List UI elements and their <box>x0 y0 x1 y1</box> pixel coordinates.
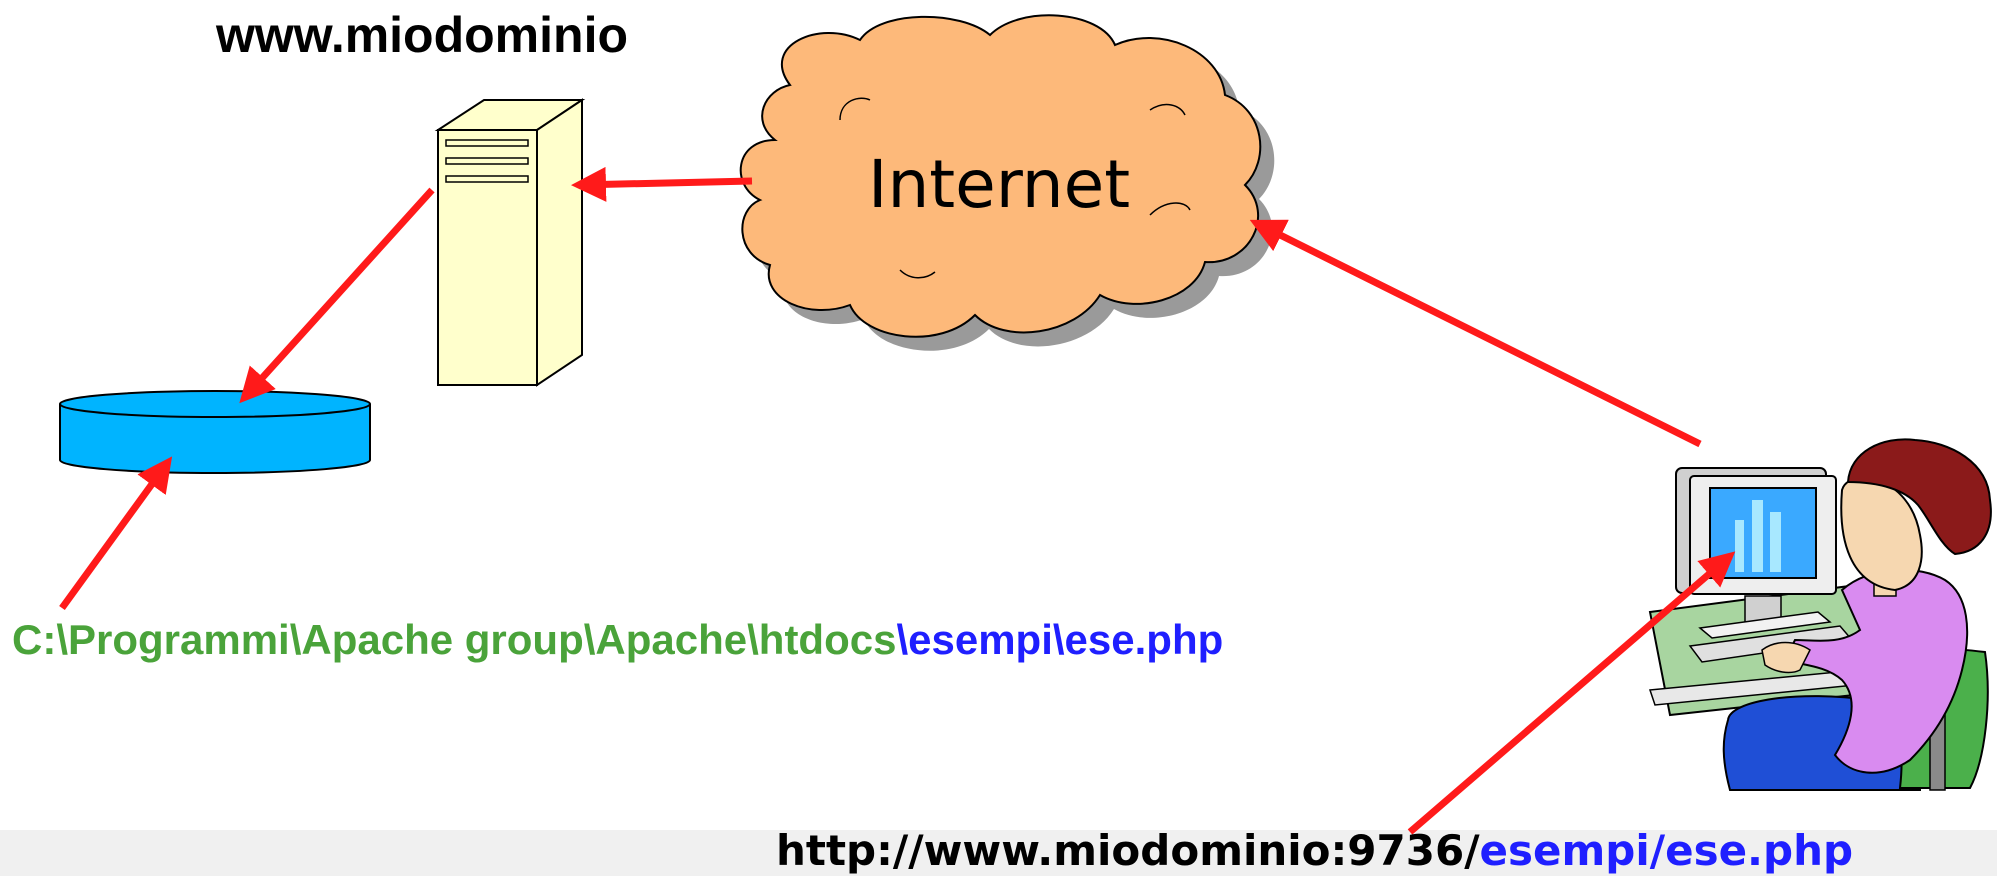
local-path-suffix: \esempi\ese.php <box>896 616 1224 663</box>
arrow-url-to-screen <box>1407 551 1736 835</box>
arrow-user-to-cloud <box>1249 219 1702 448</box>
disk-icon <box>59 390 371 474</box>
user-computer-icon <box>1648 438 1992 791</box>
local-path-prefix: C:\Programmi\Apache group\Apache\htdocs <box>12 616 897 663</box>
cloud-icon <box>739 14 1275 351</box>
url-prefix: http://www.miodominio:9736/ <box>776 826 1480 875</box>
cloud-label: Internet <box>868 146 1131 223</box>
server-icon <box>434 98 586 387</box>
footer-band <box>0 830 1997 876</box>
local-file-path: C:\Programmi\Apache group\Apache\htdocs\… <box>12 616 1223 664</box>
arrow-path-to-disk <box>59 456 173 611</box>
arrow-server-to-disk <box>239 187 435 404</box>
request-url: http://www.miodominio:9736/esempi/ese.ph… <box>776 826 1853 875</box>
arrow-cloud-to-server <box>571 166 753 202</box>
url-suffix: esempi/ese.php <box>1479 826 1854 875</box>
server-domain-label: www.miodominio <box>216 7 629 63</box>
